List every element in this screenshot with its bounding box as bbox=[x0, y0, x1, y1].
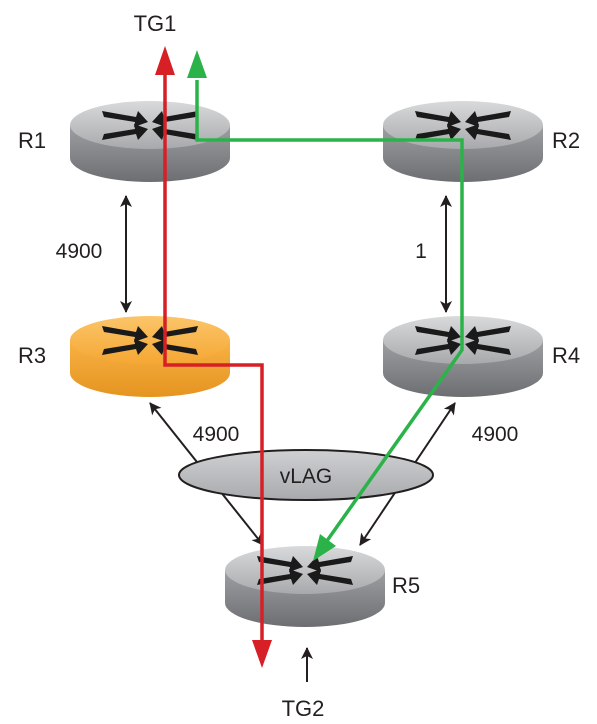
vlag-bundle: vLAG bbox=[178, 449, 434, 501]
router-r1 bbox=[70, 101, 230, 182]
cost-r3-r5: 4900 bbox=[193, 423, 240, 446]
cost-r2-r4: 1 bbox=[415, 240, 427, 263]
cost-r1-r3: 4900 bbox=[56, 240, 103, 263]
r1-label: R1 bbox=[18, 128, 46, 153]
router-r5 bbox=[225, 546, 385, 627]
tg1-label: TG1 bbox=[134, 11, 177, 36]
green-path bbox=[187, 50, 464, 561]
r2-label: R2 bbox=[552, 128, 580, 153]
cost-r4-r5: 4900 bbox=[472, 423, 519, 446]
red-path bbox=[155, 46, 272, 668]
r3-label: R3 bbox=[18, 343, 46, 368]
tg2-label: TG2 bbox=[282, 696, 325, 721]
r5-label: R5 bbox=[392, 573, 420, 598]
router-r3 bbox=[70, 316, 230, 397]
r4-label: R4 bbox=[552, 343, 580, 368]
vlag-label: vLAG bbox=[280, 465, 333, 488]
